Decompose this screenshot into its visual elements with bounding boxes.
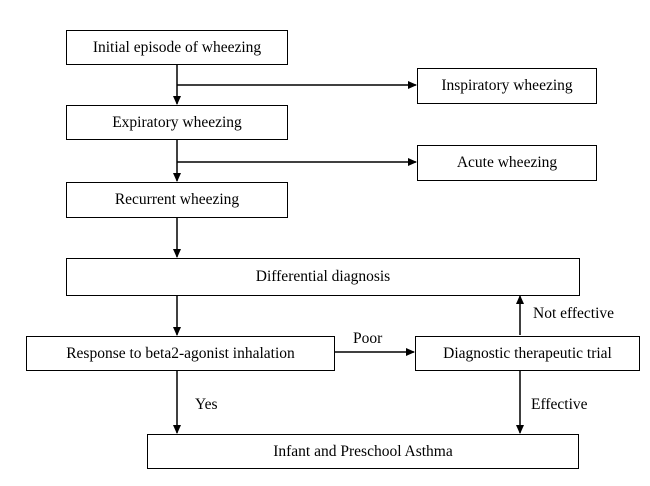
node-differential-diagnosis: Differential diagnosis (66, 258, 580, 296)
node-initial-episode: Initial episode of wheezing (66, 30, 288, 65)
edge-label-yes: Yes (195, 396, 218, 413)
node-infant-preschool-asthma: Infant and Preschool Asthma (147, 434, 579, 469)
edge-label-not-effective: Not effective (533, 305, 615, 322)
node-diagnostic-trial: Diagnostic therapeutic trial (415, 336, 640, 371)
node-recurrent-wheezing: Recurrent wheezing (66, 182, 288, 218)
edge-label-poor: Poor (353, 330, 383, 347)
node-acute-wheezing: Acute wheezing (417, 145, 597, 181)
edge-label-effective: Effective (531, 396, 588, 413)
node-inspiratory-wheezing: Inspiratory wheezing (417, 68, 597, 104)
node-response-beta2: Response to beta2-agonist inhalation (26, 336, 335, 371)
node-expiratory-wheezing: Expiratory wheezing (66, 105, 288, 140)
